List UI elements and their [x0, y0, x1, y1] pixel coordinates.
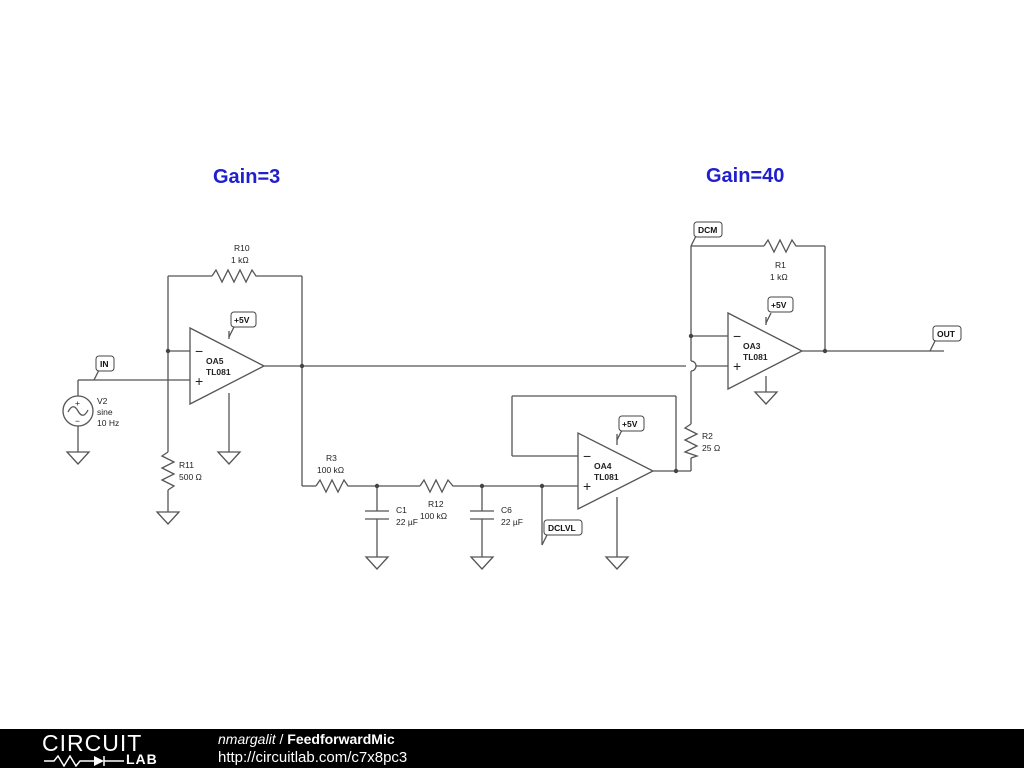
title-separator: /	[275, 731, 288, 747]
flag-vcc-oa4[interactable]: +5V	[616, 415, 645, 441]
logo-waveform-icon	[44, 755, 124, 767]
flag-vcc-oa3[interactable]: +5V	[765, 296, 794, 324]
flag-vcc-label: +5V	[234, 315, 250, 325]
svg-text:−: −	[75, 416, 80, 426]
flag-dclvl-label: DCLVL	[548, 523, 576, 533]
r12-name: R12	[428, 499, 444, 509]
flag-dclvl[interactable]: DCLVL	[541, 519, 583, 546]
wires	[77, 245, 944, 557]
source-V2[interactable]: + − V2 sine 10 Hz	[62, 395, 119, 428]
r11-name: R11	[179, 460, 194, 470]
logo-text-lab: LAB	[126, 751, 158, 767]
v2-freq: 10 Hz	[97, 418, 119, 428]
flag-in-label: IN	[100, 359, 109, 369]
flag-dcm[interactable]: DCM	[690, 221, 723, 247]
circuit-title[interactable]: FeedforwardMic	[287, 731, 395, 747]
footer-bar: CIRCUIT LAB nmargalit / FeedforwardMic h…	[0, 729, 1024, 768]
flag-out-label: OUT	[937, 329, 956, 339]
r10-name: R10	[234, 243, 250, 253]
r3-value: 100 kΩ	[317, 465, 344, 475]
oa5-part: TL081	[206, 367, 231, 377]
resistor-R1[interactable]: R1 1 kΩ	[763, 238, 798, 282]
r1-name: R1	[775, 260, 786, 270]
ground-icon	[753, 391, 779, 405]
c1-value: 22 µF	[396, 517, 418, 527]
oa4-part: TL081	[594, 472, 619, 482]
opamp-OA4[interactable]: − + OA4 TL081	[577, 431, 655, 511]
r11-value: 500 Ω	[179, 472, 202, 482]
ground-icon	[364, 556, 390, 570]
flag-out[interactable]: OUT	[929, 325, 962, 352]
r3-name: R3	[326, 453, 337, 463]
capacitor-C6[interactable]: C6 22 µF	[470, 505, 523, 527]
oa4-minus-sign: −	[583, 448, 591, 464]
flag-vcc-label: +5V	[622, 419, 638, 429]
r10-value: 1 kΩ	[231, 255, 249, 265]
r2-name: R2	[702, 431, 713, 441]
r2-value: 25 Ω	[702, 443, 720, 453]
junction-dots	[165, 333, 828, 489]
capacitor-C1[interactable]: C1 22 µF	[365, 505, 418, 527]
ground-icon	[155, 511, 181, 525]
resistor-R10[interactable]: R10 1 kΩ	[211, 243, 260, 284]
ground-icon	[604, 556, 630, 570]
ground-icon	[216, 451, 242, 465]
v2-name: V2	[97, 396, 108, 406]
circuitlab-logo[interactable]: CIRCUIT LAB	[42, 731, 176, 767]
logo-text-circuit: CIRCUIT	[42, 730, 143, 756]
c6-value: 22 µF	[501, 517, 523, 527]
oa5-plus-sign: +	[195, 373, 203, 389]
author-link[interactable]: nmargalit	[218, 731, 276, 747]
r1-value: 1 kΩ	[770, 272, 788, 282]
oa3-minus-sign: −	[733, 328, 741, 344]
resistor-R3[interactable]: R3 100 kΩ	[315, 453, 350, 494]
circuit-url-link[interactable]: http://circuitlab.com/c7x8pc3	[218, 749, 408, 766]
flag-in[interactable]: IN	[93, 355, 115, 381]
circuit-title-line: nmargalit / FeedforwardMic	[218, 731, 395, 748]
oa5-name: OA5	[206, 356, 224, 366]
ground-symbols	[65, 391, 779, 570]
v2-type: sine	[97, 407, 113, 417]
opamp-OA5[interactable]: − + OA5 TL081	[189, 326, 266, 406]
schematic-canvas: Gain=3 Gain=40	[62, 165, 962, 570]
c1-name: C1	[396, 505, 407, 515]
c6-name: C6	[501, 505, 512, 515]
resistor-R2[interactable]: R2 25 Ω	[683, 423, 720, 459]
oa3-name: OA3	[743, 341, 761, 351]
svg-text:+: +	[75, 398, 80, 408]
oa3-part: TL081	[743, 352, 768, 362]
gain-right-annotation: Gain=40	[706, 165, 784, 187]
flag-vcc-oa5[interactable]: +5V	[228, 311, 257, 338]
oa4-plus-sign: +	[583, 478, 591, 494]
flag-dcm-label: DCM	[698, 225, 717, 235]
ground-icon	[469, 556, 495, 570]
r12-value: 100 kΩ	[420, 511, 447, 521]
oa4-name: OA4	[594, 461, 612, 471]
opamp-OA3[interactable]: − + OA3 TL081	[727, 311, 804, 391]
resistor-R12[interactable]: R12 100 kΩ	[419, 478, 455, 521]
oa5-minus-sign: −	[195, 343, 203, 359]
gain-left-annotation: Gain=3	[213, 166, 280, 188]
oa3-plus-sign: +	[733, 358, 741, 374]
ground-icon	[65, 451, 91, 465]
resistor-R11[interactable]: R11 500 Ω	[160, 451, 202, 491]
flag-vcc-label: +5V	[771, 300, 787, 310]
